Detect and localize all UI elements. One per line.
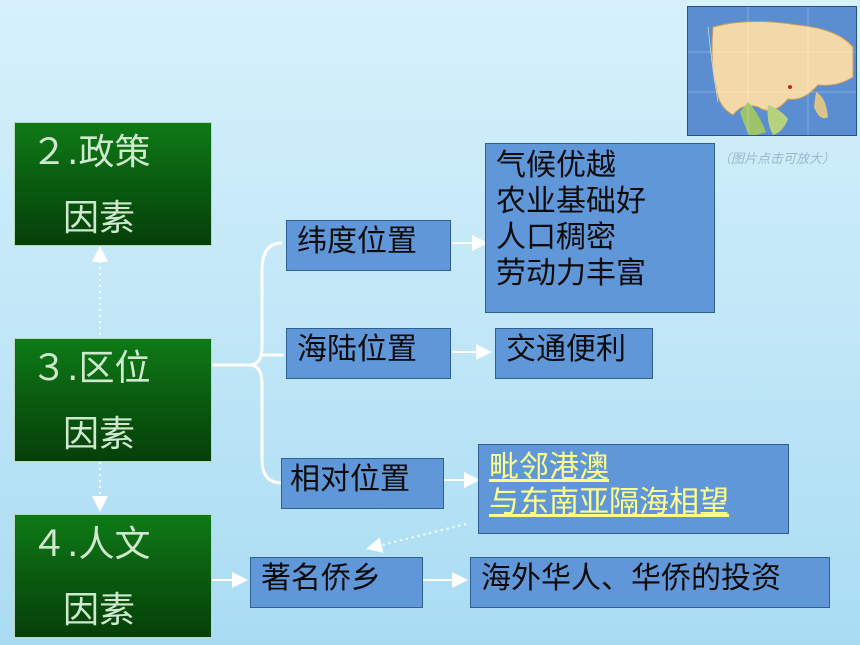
location-line1: ３.区位 (31, 348, 151, 389)
relative-label: 相对位置 (290, 462, 410, 497)
neighbors-link-hk-macau[interactable]: 毗邻港澳 (489, 450, 609, 485)
result-agriculture: 农业基础好 (496, 184, 646, 219)
hometown-label: 著名侨乡 (261, 561, 381, 596)
latitude-label: 纬度位置 (297, 224, 417, 259)
sealand-label: 海陆位置 (297, 332, 417, 367)
result-labor: 劳动力丰富 (496, 256, 646, 291)
result-climate: 气候优越 (496, 148, 616, 183)
map-caption: （图片点击可放大） (718, 152, 836, 167)
map-image (688, 7, 856, 135)
sealand-box: 海陆位置 (286, 328, 451, 379)
culture-line1: ４.人文 (31, 524, 151, 565)
policy-factor-box: ２.政策 因素 (14, 122, 212, 246)
transport-box: 交通便利 (495, 328, 653, 379)
investment-label: 海外华人、华侨的投资 (481, 561, 781, 596)
investment-box: 海外华人、华侨的投资 (470, 557, 830, 608)
latitude-box: 纬度位置 (286, 220, 451, 271)
policy-line2: 因素 (63, 198, 136, 239)
relative-box: 相对位置 (281, 458, 444, 509)
neighbors-box: 毗邻港澳 与东南亚隔海相望 (478, 444, 789, 534)
neighbors-link-southeast-asia[interactable]: 与东南亚隔海相望 (489, 484, 729, 520)
arrow-neighbors-to-hometown (366, 523, 467, 553)
hometown-box: 著名侨乡 (250, 557, 423, 608)
location-line2: 因素 (63, 414, 136, 455)
map-thumbnail[interactable] (687, 6, 857, 136)
latitude-results-box: 气候优越 农业基础好 人口稠密 劳动力丰富 (485, 143, 715, 313)
result-population: 人口稠密 (496, 220, 616, 255)
location-bracket (249, 241, 283, 485)
policy-line1: ２.政策 (31, 132, 151, 173)
culture-factor-box: ４.人文 因素 (14, 514, 212, 638)
transport-label: 交通便利 (506, 332, 626, 367)
location-factor-box: ３.区位 因素 (14, 338, 212, 462)
culture-line2: 因素 (63, 590, 136, 631)
